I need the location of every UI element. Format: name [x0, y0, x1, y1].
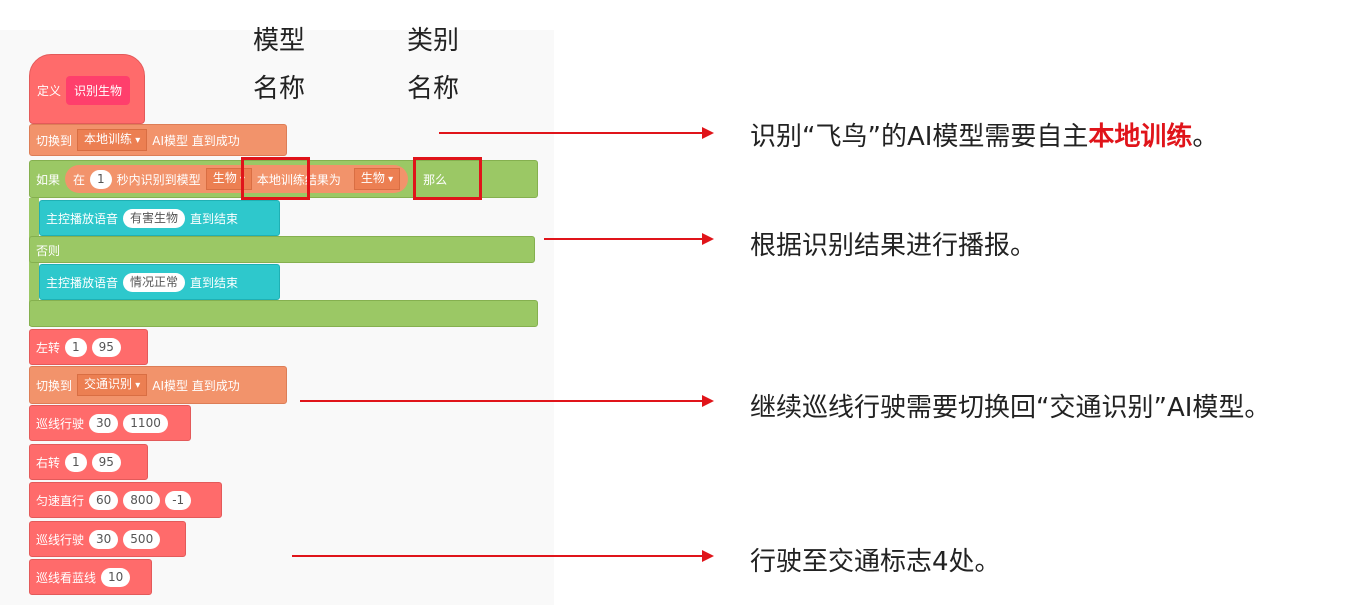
switch-label: 切换到 — [36, 378, 73, 393]
play-suffix: 直到结束 — [190, 211, 239, 226]
blue-line-label: 巡线看蓝线 — [36, 570, 97, 585]
then-label: 那么 — [423, 172, 448, 187]
turn-right-input[interactable]: 1 — [65, 452, 87, 472]
turn-right-label: 右转 — [36, 455, 61, 470]
note-text: 识别“飞鸟”的AI模型需要自主 — [750, 122, 1089, 152]
class-name-dropdown[interactable]: 生物 — [353, 168, 401, 190]
turn-left-block[interactable]: 左转 1 95 — [29, 329, 148, 365]
duration-input[interactable]: 1100 — [123, 413, 168, 433]
turn-right-input[interactable]: 95 — [91, 452, 121, 472]
model-dropdown[interactable]: 交通识别 — [77, 374, 148, 396]
speed-input[interactable]: 30 — [89, 413, 119, 433]
seconds-input[interactable]: 1 — [90, 169, 112, 189]
play-voice-block[interactable]: 主控播放语音 有害生物 直到结束 — [39, 200, 280, 236]
duration-input[interactable]: 500 — [123, 529, 161, 549]
arrow-2 — [544, 233, 714, 245]
else-label: 否则 — [36, 243, 61, 258]
param-input[interactable]: -1 — [165, 490, 192, 510]
turn-left-input[interactable]: 95 — [91, 337, 121, 357]
if-block-footer — [29, 300, 538, 327]
switch-suffix: AI模型 直到成功 — [152, 133, 240, 148]
else-row: 否则 — [30, 240, 60, 260]
line-follow-label: 巡线行驶 — [36, 532, 85, 547]
line-follow-label: 巡线行驶 — [36, 416, 85, 431]
play-label: 主控播放语音 — [46, 211, 119, 226]
blue-line-block[interactable]: 巡线看蓝线 10 — [29, 559, 152, 595]
note-traffic-sign: 行驶至交通标志4处。 — [750, 547, 1001, 577]
define-name-field[interactable]: 识别生物 — [66, 75, 131, 105]
define-row: 定义 识别生物 — [31, 72, 131, 108]
duration-input[interactable]: 800 — [123, 490, 161, 510]
class-name-header: 类别 名称 — [407, 26, 459, 104]
define-label: 定义 — [37, 83, 62, 98]
voice-input[interactable]: 有害生物 — [123, 208, 186, 228]
seconds-label: 秒内识别到模型 — [116, 172, 201, 187]
voice-input[interactable]: 情况正常 — [123, 272, 186, 292]
speed-input[interactable]: 30 — [89, 529, 119, 549]
switch-model-block[interactable]: 切换到 本地训练 AI模型 直到成功 — [29, 124, 287, 156]
arrow-4 — [292, 550, 714, 562]
note-broadcast: 根据识别结果进行播报。 — [750, 231, 1037, 261]
line-follow-block[interactable]: 巡线行驶 30 500 — [29, 521, 186, 557]
straight-label: 匀速直行 — [36, 493, 85, 508]
speed-input[interactable]: 60 — [89, 490, 119, 510]
result-label: 本地训练结果为 — [256, 172, 341, 187]
note-switch-model: 继续巡线行驶需要切换回“交通识别”AI模型。 — [750, 393, 1271, 423]
in-label: 在 — [73, 172, 86, 187]
switch-label: 切换到 — [36, 133, 73, 148]
switch-model-block[interactable]: 切换到 交通识别 AI模型 直到成功 — [29, 366, 287, 404]
turn-left-input[interactable]: 1 — [65, 337, 87, 357]
model-dropdown[interactable]: 本地训练 — [77, 129, 148, 151]
play-suffix: 直到结束 — [190, 275, 239, 290]
header-line: 模型 — [253, 26, 306, 56]
model-name-header: 模型 名称 — [253, 26, 305, 104]
blue-line-input[interactable]: 10 — [101, 567, 131, 587]
note-highlight: 本地训练 — [1088, 122, 1193, 152]
turn-left-label: 左转 — [36, 340, 61, 355]
condition-block[interactable]: 在 1 秒内识别到模型 生物 本地训练结果为 生物 — [65, 165, 409, 193]
play-voice-block[interactable]: 主控播放语音 情况正常 直到结束 — [39, 264, 280, 300]
else-bar[interactable] — [29, 236, 535, 263]
header-line: 名称 — [407, 74, 460, 104]
turn-right-block[interactable]: 右转 1 95 — [29, 444, 148, 480]
if-row: 如果 在 1 秒内识别到模型 生物 本地训练结果为 生物 那么 — [30, 163, 447, 195]
class-name-highlight — [413, 157, 482, 200]
if-label: 如果 — [36, 172, 61, 187]
model-name-dropdown[interactable]: 生物 — [205, 168, 252, 190]
note-local-training: 识别“飞鸟”的AI模型需要自主本地训练。 — [750, 122, 1218, 152]
straight-block[interactable]: 匀速直行 60 800 -1 — [29, 482, 222, 518]
arrow-3 — [300, 395, 714, 407]
arrow-1 — [439, 127, 714, 139]
line-follow-block[interactable]: 巡线行驶 30 1100 — [29, 405, 191, 441]
header-line: 类别 — [407, 26, 460, 56]
switch-suffix: AI模型 直到成功 — [152, 378, 240, 393]
play-label: 主控播放语音 — [46, 275, 119, 290]
note-text: 。 — [1192, 122, 1219, 152]
header-line: 名称 — [253, 74, 306, 104]
model-name-highlight — [241, 157, 310, 200]
